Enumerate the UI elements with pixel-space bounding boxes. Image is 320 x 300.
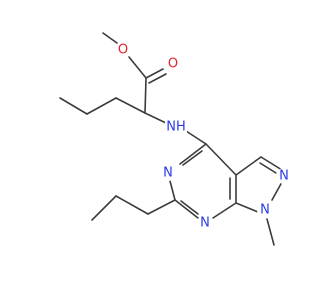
bond-propyl-1-2: [86, 97, 117, 115]
bond-carbonyl-alpha: [144, 77, 147, 114]
molecule-structure-diagram: O O NH N N N N: [59, 32, 292, 246]
bond-carbonyl-double-b: [148, 73, 167, 84]
bond-c4-n3: [179, 143, 207, 165]
atom-o-carbonyl-label: O: [168, 57, 178, 72]
bond-c3-n2: [260, 156, 283, 171]
atom-o-methoxy: O: [115, 42, 131, 58]
bond-n1pz-c7a: [235, 202, 259, 213]
bond-alpha-nh: [144, 112, 167, 124]
bond-c3a-c3: [235, 156, 262, 176]
atom-n-pyrazole-upper: N: [276, 168, 292, 184]
bond-c2-n1: [174, 199, 199, 219]
atom-n-pyrimidine-bottom-label: N: [200, 216, 210, 231]
atom-n-pyrazole-lower-label: N: [260, 203, 270, 218]
bond-carbonyl-double-a: [145, 68, 164, 79]
bond-methyl-o: [102, 32, 118, 44]
bond-o-carbonyl-carbon: [128, 56, 147, 79]
atom-n-pyrimidine-left-label: N: [163, 166, 173, 181]
bond-propyl-b-2-3: [91, 195, 117, 221]
atom-nh-label: NH: [166, 120, 186, 135]
bond-n3-c2: [169, 180, 176, 201]
bond-c3a-c4: [205, 143, 237, 176]
atom-n-pyrazole-upper-label: N: [279, 169, 289, 184]
bond-propyl-2-3: [59, 97, 88, 115]
atom-labels: O O NH N N N N: [115, 42, 292, 231]
bond-c4-n3-inner: [182, 150, 203, 166]
bond-c3-n2-inner: [259, 162, 277, 174]
bond-c2-propyl-1: [147, 199, 176, 215]
bond-nh-c4: [185, 130, 207, 145]
atom-n-pyrimidine-bottom: N: [197, 215, 213, 231]
bond-c2-n1-inner: [180, 200, 199, 215]
atom-o-methoxy-label: O: [118, 43, 128, 58]
atom-o-carbonyl: O: [165, 56, 181, 72]
bond-alpha-propyl-1: [115, 97, 146, 114]
bonds: [59, 32, 283, 246]
atom-n-pyrazole-lower: N: [257, 202, 273, 218]
atom-n-pyrimidine-left: N: [160, 165, 176, 181]
atom-nh: NH: [165, 118, 187, 135]
bond-n1-c7a: [212, 202, 237, 219]
bond-n1pz-methyl: [266, 218, 275, 246]
bond-n2-n1pz: [271, 181, 283, 201]
bond-propyl-b-1-2: [115, 195, 149, 215]
